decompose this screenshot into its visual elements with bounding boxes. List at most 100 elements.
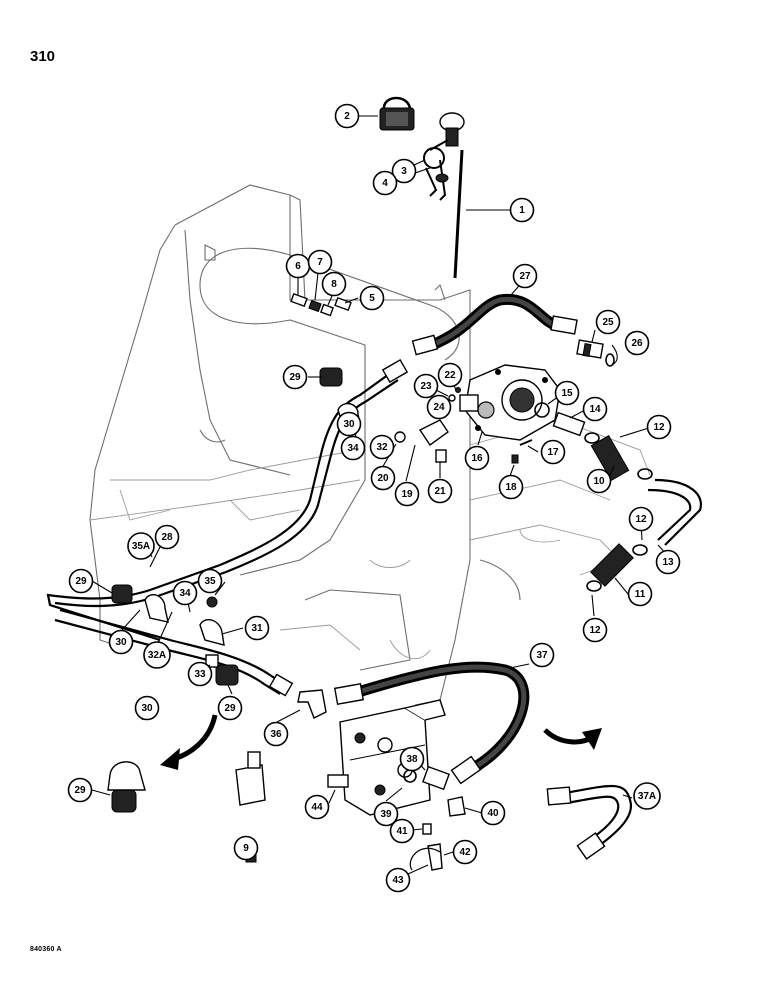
callout-number: 4 — [382, 178, 388, 189]
callout-number: 20 — [377, 473, 389, 484]
callout-circle — [67, 777, 93, 803]
drawing-reference-code: 840360 A — [30, 946, 62, 953]
callout-29: 29 — [68, 568, 94, 594]
callout-number: 37 — [536, 650, 548, 661]
callout-20: 20 — [370, 465, 396, 491]
callout-number: 15 — [561, 388, 573, 399]
callout-number: 2 — [344, 111, 350, 122]
callout-circle — [127, 532, 155, 560]
callout-number: 29 — [74, 785, 86, 796]
callout-circle — [321, 271, 347, 297]
callout-number: 8 — [331, 279, 337, 290]
callout-number: 25 — [602, 317, 614, 328]
pump-area-small-parts — [394, 387, 533, 464]
callout-32: 32 — [369, 434, 395, 460]
callout-36: 36 — [263, 721, 289, 747]
callout-12: 12 — [628, 506, 654, 532]
callout-number: 21 — [434, 486, 446, 497]
callout-3: 3 — [391, 158, 417, 184]
callout-number: 28 — [161, 532, 173, 543]
callout-number: 18 — [505, 482, 517, 493]
callout-number: 27 — [519, 271, 531, 282]
callout-24: 24 — [426, 394, 452, 420]
callout-10: 10 — [586, 468, 612, 494]
callout-9: 9 — [233, 835, 259, 861]
callout-35: 35 — [197, 568, 223, 594]
callout-number: 41 — [396, 826, 408, 837]
callout-circle — [437, 362, 463, 388]
callout-number: 17 — [547, 447, 559, 458]
callout-circle — [244, 615, 270, 641]
callout-circle — [108, 629, 134, 655]
callout-circle — [464, 445, 490, 471]
callout-42: 42 — [452, 839, 478, 865]
callout-12: 12 — [646, 414, 672, 440]
callout-number: 37A — [638, 791, 656, 802]
callout-34: 34 — [172, 580, 198, 606]
callout-circle — [187, 661, 213, 687]
callout-number: 7 — [317, 257, 323, 268]
hose-37 — [333, 661, 530, 785]
callout-number: 30 — [141, 703, 153, 714]
callout-number: 29 — [224, 703, 236, 714]
callout-5: 5 — [359, 285, 385, 311]
detail-arrow-left — [160, 714, 218, 770]
callout-27: 27 — [512, 263, 538, 289]
callout-circle — [586, 468, 612, 494]
callout-14: 14 — [582, 396, 608, 422]
tube-13 — [647, 478, 703, 546]
callout-37a: 37A — [633, 782, 661, 810]
fitting-14 — [552, 411, 586, 437]
pump-16 — [459, 364, 561, 441]
callout-30: 30 — [108, 629, 134, 655]
callout-11: 11 — [627, 581, 653, 607]
callout-circle — [389, 818, 415, 844]
callout-number: 12 — [653, 422, 665, 433]
callout-number: 5 — [369, 293, 375, 304]
callout-number: 32A — [148, 650, 166, 661]
callout-circle — [336, 411, 362, 437]
callout-2: 2 — [334, 103, 360, 129]
callout-circle — [480, 800, 506, 826]
callout-number: 34 — [347, 443, 359, 454]
callout-circle — [426, 394, 452, 420]
control-valve-44 — [327, 699, 446, 816]
callout-number: 26 — [631, 338, 643, 349]
callout-number: 19 — [401, 489, 413, 500]
callout-22: 22 — [437, 362, 463, 388]
callout-number: 40 — [487, 808, 499, 819]
callout-circle — [413, 373, 439, 399]
callout-number: 9 — [243, 843, 249, 854]
callout-circle — [263, 721, 289, 747]
callout-number: 33 — [194, 669, 206, 680]
callout-number: 12 — [635, 514, 647, 525]
callout-circle — [340, 435, 366, 461]
callout-38: 38 — [399, 746, 425, 772]
callout-31: 31 — [244, 615, 270, 641]
callout-29: 29 — [282, 364, 308, 390]
callout-28: 28 — [154, 524, 180, 550]
callout-number: 36 — [270, 729, 282, 740]
callout-21: 21 — [427, 478, 453, 504]
callout-number: 1 — [519, 205, 525, 216]
callout-number: 11 — [635, 589, 646, 600]
callout-37: 37 — [529, 642, 555, 668]
callout-number: 6 — [295, 261, 301, 272]
callout-number: 43 — [392, 875, 404, 886]
dipstick-assembly — [429, 112, 465, 279]
callout-circle — [369, 434, 395, 460]
callout-circle — [627, 581, 653, 607]
hose-27 — [411, 293, 578, 356]
callout-circle — [334, 103, 360, 129]
callout-circle — [373, 801, 399, 827]
callout-number: 23 — [420, 381, 432, 392]
callout-circle — [582, 396, 608, 422]
callout-circle — [197, 568, 223, 594]
callout-44: 44 — [304, 794, 330, 820]
elbow-36 — [297, 689, 327, 719]
callout-circle — [172, 580, 198, 606]
callout-circle — [143, 641, 171, 669]
callout-circle — [509, 197, 535, 223]
clamps-and-cushions — [107, 367, 361, 813]
